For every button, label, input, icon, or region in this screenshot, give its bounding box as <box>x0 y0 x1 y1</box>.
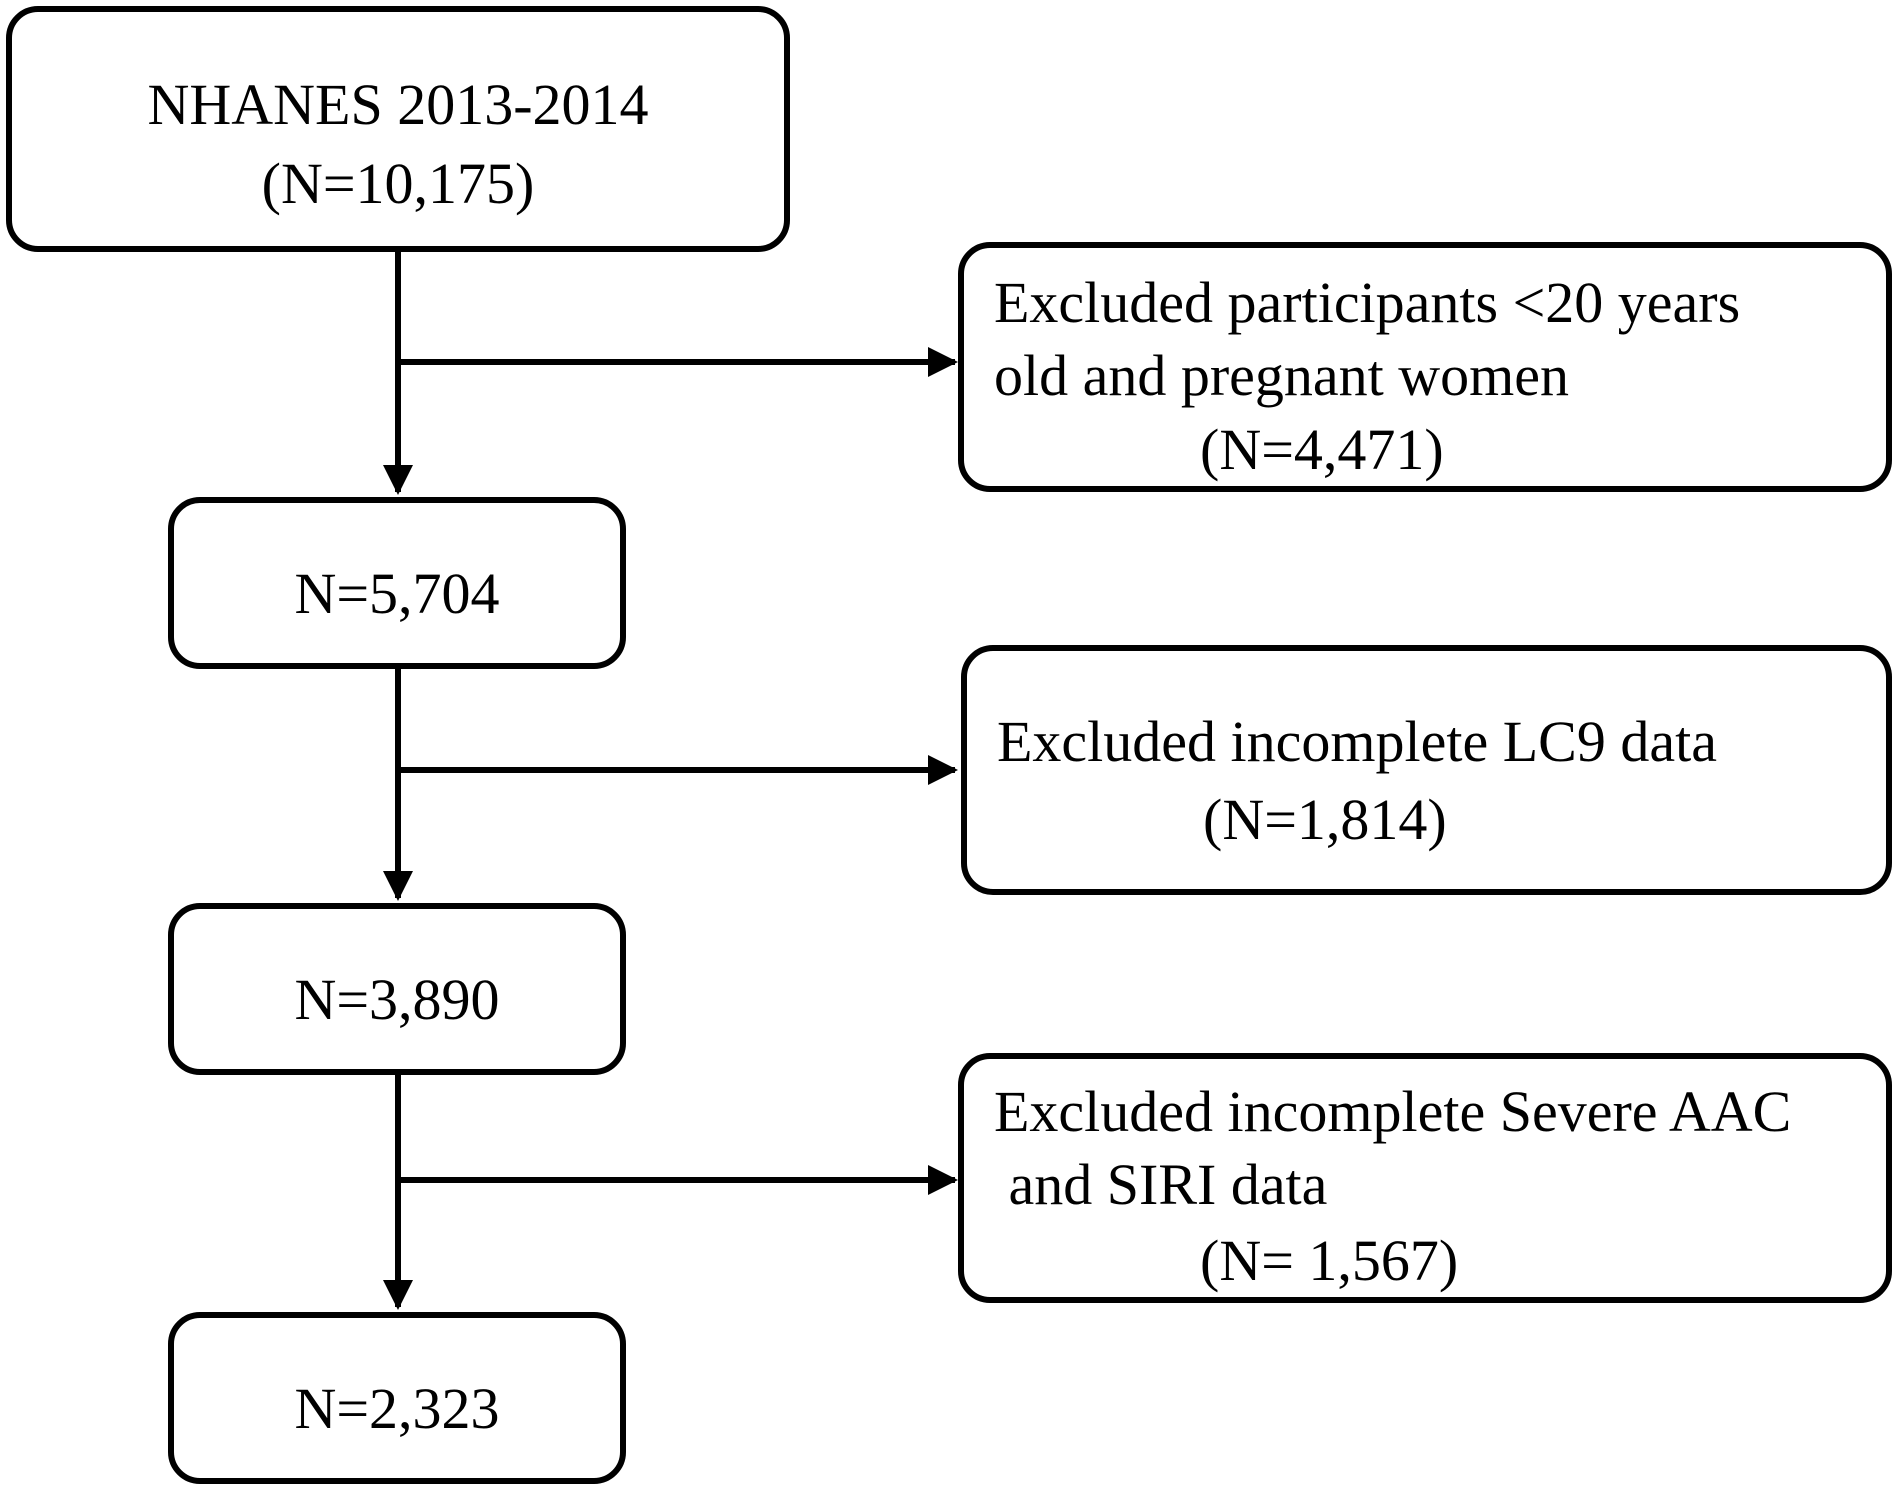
exclusion-box-age-pregnancy: Excluded participants <20 years old and … <box>958 242 1892 492</box>
main-box-nhanes: NHANES 2013-2014 (N=10,175) <box>6 6 790 252</box>
main-box-final-sample: N=2,323 <box>168 1312 626 1484</box>
exclusion-box-aac-siri: Excluded incomplete Severe AAC and SIRI … <box>958 1053 1892 1303</box>
exclusion-box-1-line-1: Excluded participants <20 years <box>994 270 1741 335</box>
main-box-after-exclusion-1: N=5,704 <box>168 497 626 669</box>
exclusion-box-lc9: Excluded incomplete LC9 data (N=1,814) <box>961 645 1892 895</box>
main-box-4-count: N=2,323 <box>294 1376 500 1441</box>
exclusion-box-2-count: (N=1,814) <box>1203 787 1447 852</box>
exclusion-box-3-count: (N= 1,567) <box>1200 1228 1459 1293</box>
main-box-after-exclusion-2: N=3,890 <box>168 903 626 1075</box>
exclusion-box-3-line-1: Excluded incomplete Severe AAC <box>994 1079 1792 1144</box>
exclusion-box-1-line-2: old and pregnant women <box>994 343 1570 408</box>
main-box-nhanes-count: (N=10,175) <box>261 151 535 216</box>
main-box-3-count: N=3,890 <box>294 967 500 1032</box>
main-box-nhanes-title: NHANES 2013-2014 <box>147 72 649 137</box>
exclusion-box-1-count: (N=4,471) <box>1200 417 1444 482</box>
exclusion-box-3-line-2: and SIRI data <box>994 1152 1328 1217</box>
exclusion-box-2-line-1: Excluded incomplete LC9 data <box>997 709 1717 774</box>
main-box-2-count: N=5,704 <box>294 561 500 626</box>
